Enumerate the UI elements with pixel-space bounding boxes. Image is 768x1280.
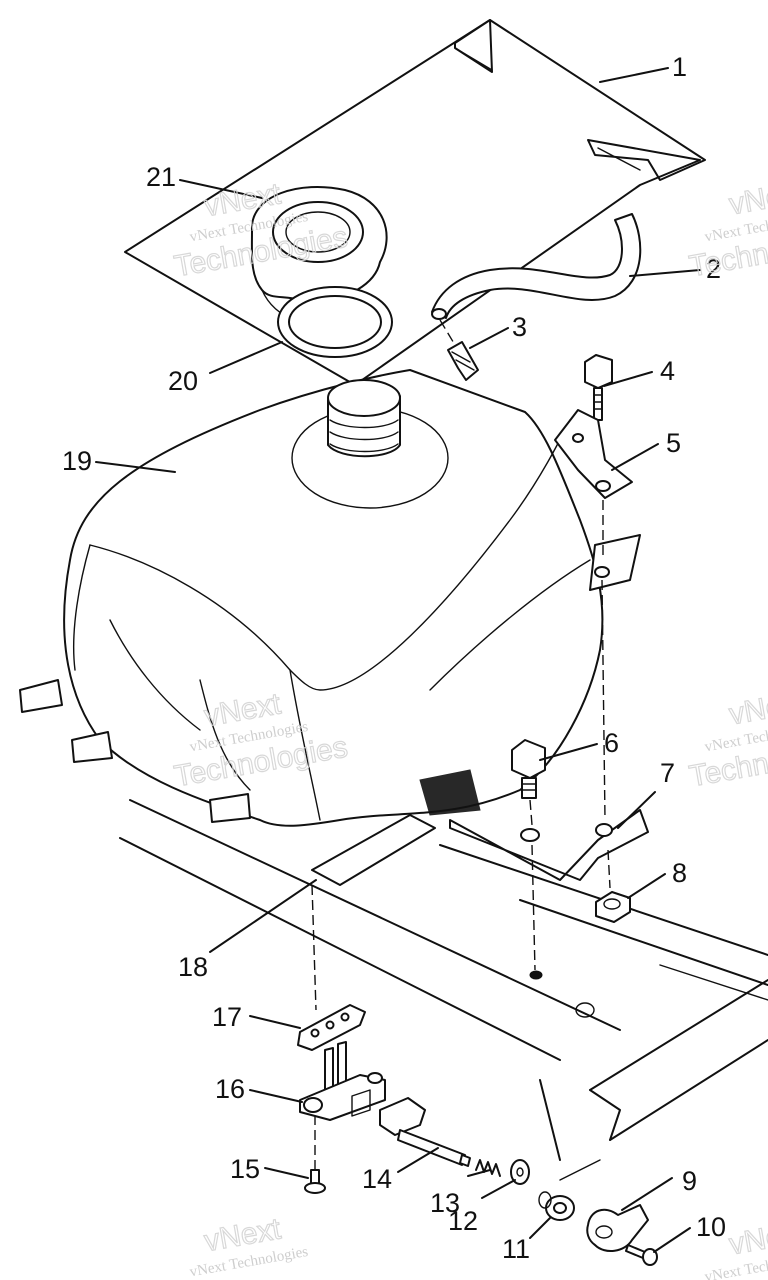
callout-labels: 1 2 3 4 5 6 7 8 9 10 11 12 13 14 15 16 1… [62,52,726,1264]
callout-10: 10 [696,1212,726,1242]
callout-8: 8 [672,858,687,888]
callout-13: 13 [430,1188,460,1218]
callout-2: 2 [706,254,721,284]
callout-17: 17 [212,1002,242,1032]
part-6-bolt [511,739,546,826]
callout-4: 4 [660,356,675,386]
callout-1: 1 [672,52,687,82]
callout-11: 11 [502,1234,530,1264]
part-16-petcock [299,1041,386,1121]
part-7-bracket [449,809,649,971]
part-5-bracket [554,409,633,821]
part-15-screw [304,1169,326,1194]
part-12-washer [510,1159,530,1185]
watermark-top-right: vNext vNext Technologies Technologies [686,175,768,284]
svg-text:vNext: vNext [727,686,768,732]
part-9-knob [586,1204,649,1252]
part-4-bolt [584,354,613,461]
part-8-nut [595,849,631,923]
part-13-spring [475,1159,501,1177]
part-11-grommet [538,1191,575,1221]
callout-9: 9 [682,1166,697,1196]
part-18-tank-pad [311,814,436,886]
part-14-valve-stem [379,1097,471,1167]
part-10-screw [625,1244,658,1266]
part-21-fuel-cap [250,186,388,324]
callout-3: 3 [512,312,527,342]
callout-19: 19 [62,446,92,476]
leader-lines [95,67,701,1253]
callout-6: 6 [604,728,619,758]
callout-21: 21 [146,162,176,192]
watermark-middle-right: vNext vNext Technologies Technologies [686,685,768,794]
guide-line-petcock [311,884,317,1011]
part-3-fitting [439,319,479,381]
part-17-gasket-plate [297,1004,366,1051]
part-20-gasket [277,286,393,358]
callout-7: 7 [660,758,675,788]
callout-5: 5 [666,428,681,458]
callout-16: 16 [215,1074,245,1104]
callout-14: 14 [362,1164,392,1194]
callout-12: 12 [448,1206,478,1236]
callout-18: 18 [178,952,208,982]
callout-15: 15 [230,1154,260,1184]
watermark-bottom: vNext vNext Technologies [188,1212,309,1280]
frame-rails [119,799,768,1181]
callout-20: 20 [168,366,198,396]
part-2-vent-hose [431,213,642,320]
svg-text:vNext: vNext [727,1216,768,1262]
svg-text:vNext: vNext [727,176,768,222]
